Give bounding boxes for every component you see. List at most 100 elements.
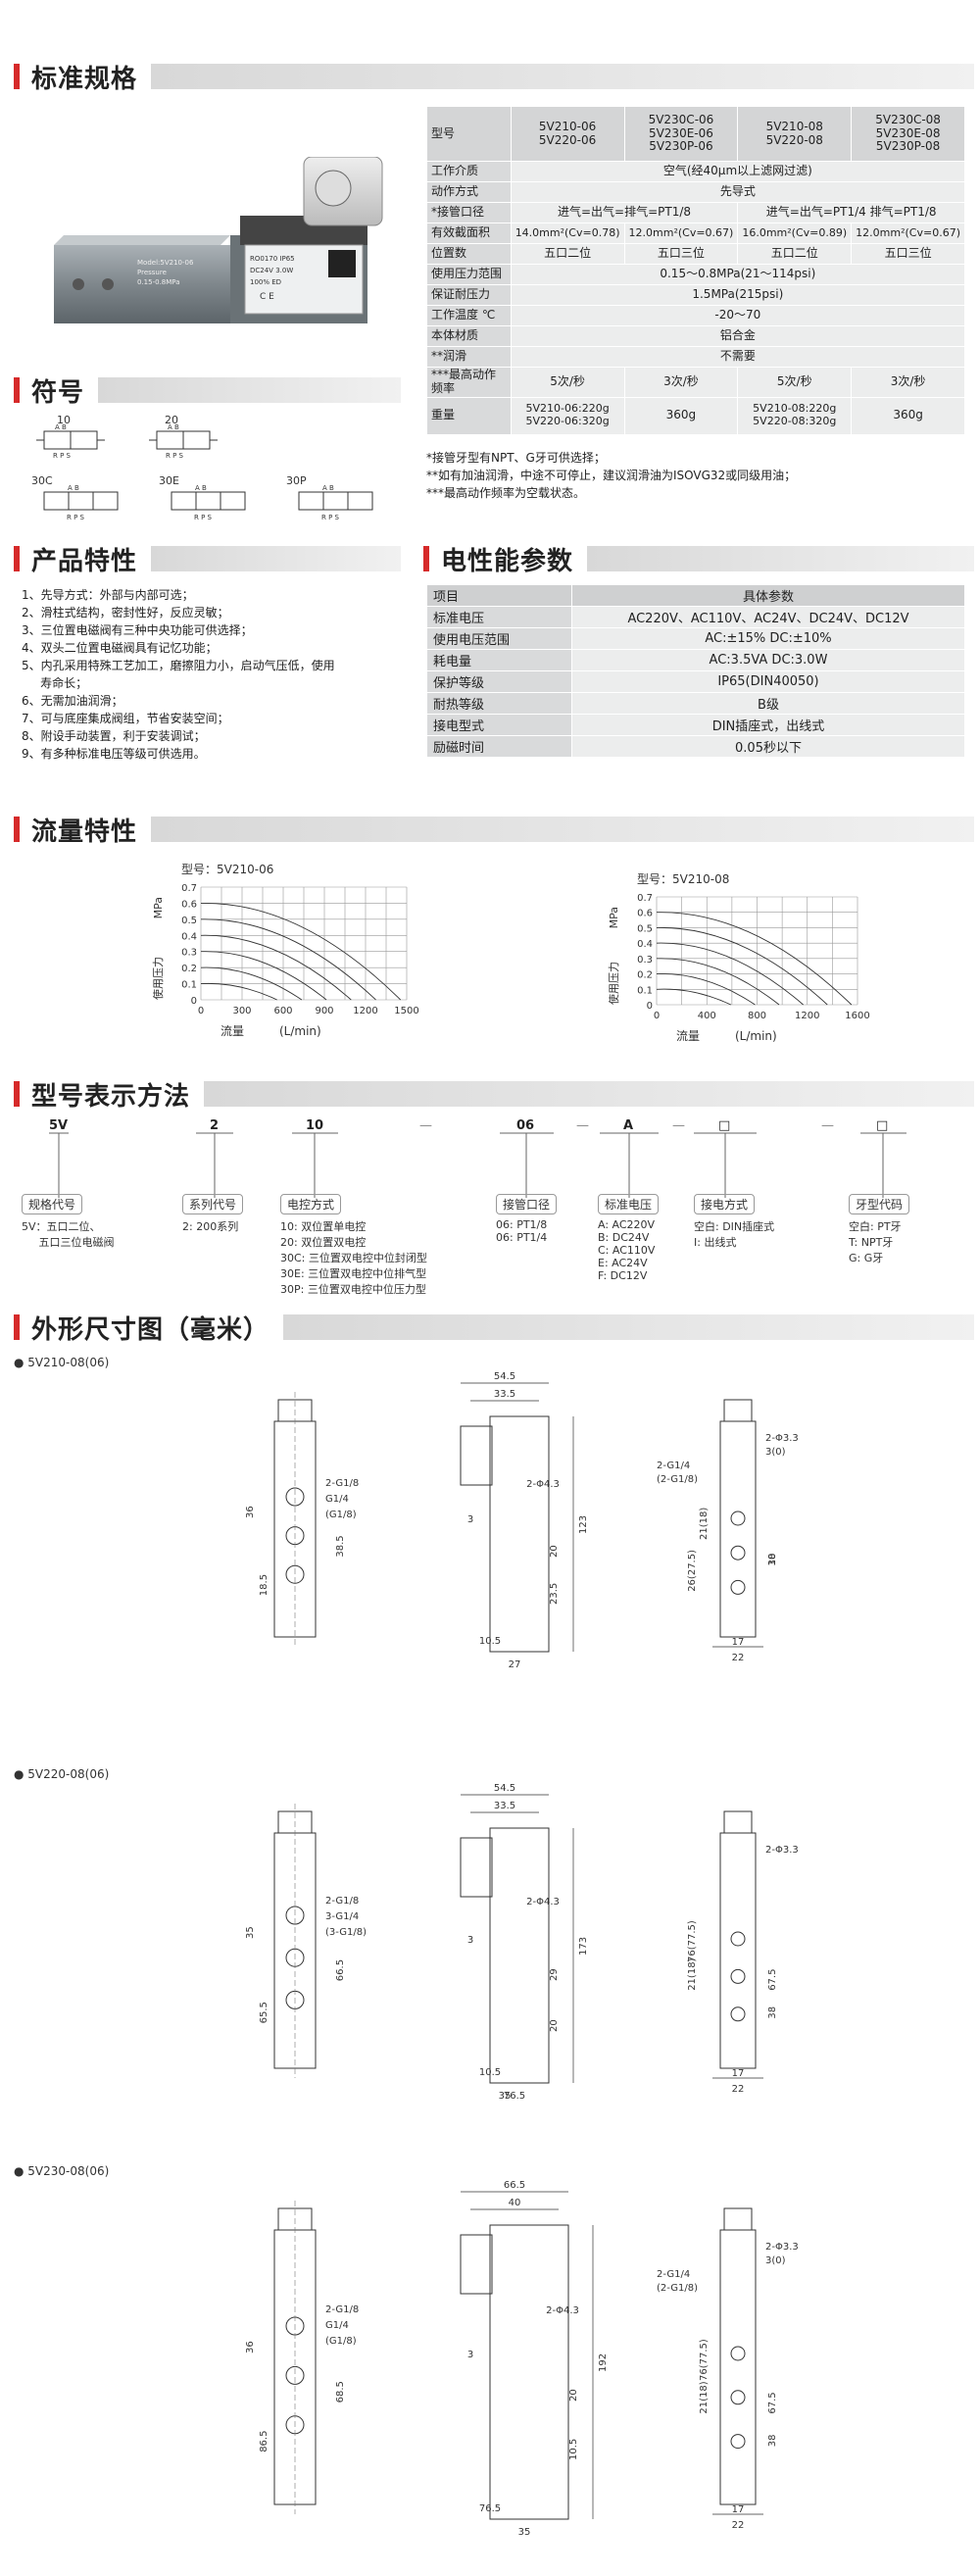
- port-label: R P S: [194, 514, 213, 521]
- dim-label: 2-Φ4.3: [526, 1479, 560, 1490]
- spec-table: 型号 5V210-06 5V220-06 5V230C-06 5V230E-06…: [426, 106, 966, 435]
- section-header-spec: 标准规格: [14, 58, 974, 95]
- y-unit: MPa: [152, 897, 165, 918]
- model-dash: —: [821, 1118, 834, 1133]
- model-block-line: G: G牙: [849, 1252, 884, 1264]
- dim-label: 10.5: [479, 1636, 501, 1647]
- model-block-title: 接管口径: [496, 1194, 558, 1214]
- dim-label: 2-Φ4.3: [526, 1897, 560, 1907]
- dim-label: 3: [467, 1935, 473, 1946]
- dim-label: 18: [767, 1554, 778, 1566]
- dim-label: G1/4: [325, 1494, 349, 1505]
- model-block-title: 接电方式: [694, 1194, 756, 1214]
- y-tick-label: 0.3: [637, 955, 653, 966]
- dim-label: (G1/8): [325, 1510, 357, 1520]
- dim-label: 123: [578, 1515, 589, 1534]
- model-code-diagram: 5V 2 10 — 06 — A — □ — □: [49, 1118, 906, 1198]
- dim-label: 76(77.5): [699, 2339, 710, 2381]
- flow-curve: [656, 926, 828, 1006]
- list-item: 1、先导方式：外部与内部可选；: [22, 588, 194, 602]
- dim-label: 65.5: [259, 2002, 270, 2023]
- dim-label: 2-G1/4: [657, 2269, 690, 2280]
- flow-curve: [200, 918, 376, 1001]
- dim-label: 2-G1/8: [325, 2304, 359, 2315]
- section-header-flow: 流量特性: [14, 811, 974, 848]
- spec-header-cell: 5V210-08 5V220-08: [737, 106, 853, 162]
- model-block-line: 空白: PT牙: [849, 1220, 902, 1233]
- model-block-line: A: AC220V: [598, 1218, 656, 1231]
- y-unit: MPa: [608, 907, 620, 928]
- port-label: A B: [195, 484, 207, 492]
- dimension-drawings: ● 5V210-08(06)2-G1/8G1/4(G1/8)3638.518.5…: [14, 1356, 799, 2538]
- dim-label: 40: [509, 2198, 521, 2208]
- model-code: 5V: [49, 1118, 68, 1133]
- dim-label: 2-Φ4.3: [546, 2305, 579, 2316]
- coil-end-outline: [723, 2207, 753, 2231]
- dim-label: 2-G1/4: [657, 1461, 690, 1471]
- port-circle: [730, 2390, 746, 2405]
- model-code: A: [623, 1118, 633, 1133]
- x-tick-label: 1500: [394, 1006, 418, 1016]
- port-label: A B: [168, 423, 179, 431]
- model-block-line: F: DC12V: [598, 1269, 648, 1282]
- dim-block-title: ● 5V210-08(06): [14, 1356, 109, 1369]
- dim-label: (2-G1/8): [657, 2283, 698, 2294]
- model-block-title: 规格代号: [22, 1194, 83, 1214]
- dim-label: 68.5: [335, 2381, 346, 2403]
- x-tick-label: 0: [198, 1006, 204, 1016]
- model-block-line: 06: PT1/8: [496, 1218, 548, 1231]
- list-item: 5、内孔采用特殊工艺加工，磨擦阻力小，启动气压低，使用: [22, 659, 335, 672]
- model-block: 牙型代码 空白: PT牙 T: NPT牙 G: G牙: [849, 1194, 966, 1265]
- x-unit: (L/min): [279, 1024, 321, 1038]
- dim-label: 2-G1/8: [325, 1896, 359, 1907]
- dim-label: 17: [732, 1637, 745, 1648]
- model-block-line: 30C: 三位置双电控中位封闭型: [280, 1252, 427, 1264]
- port-label: A B: [322, 484, 334, 492]
- model-block: 规格代号 5V：五口二位、 五口三位电磁阀: [22, 1194, 149, 1250]
- dim-label: (2-G1/8): [657, 1474, 698, 1485]
- port-circle: [285, 2365, 305, 2385]
- port-circle: [285, 1564, 305, 1584]
- dim-label: 76.5: [504, 2091, 525, 2102]
- model-code: 2: [210, 1118, 219, 1133]
- dim-label: 20: [549, 2019, 560, 2032]
- side-view-body: [489, 1415, 550, 1653]
- model-block-line: T: NPT牙: [849, 1236, 894, 1249]
- ce-mark: C E: [260, 292, 274, 302]
- dim-label: 67.5: [767, 2392, 778, 2413]
- flow-curve: [200, 902, 402, 1001]
- y-axis-label: 使用压力: [152, 957, 165, 1000]
- symbol-label: 10: [57, 414, 71, 426]
- end-view-body: [719, 2229, 757, 2505]
- dim-label: 22: [732, 2084, 745, 2095]
- model-block: 标准电压 A: AC220V B: DC24V C: AC110V E: AC2…: [598, 1194, 696, 1282]
- section-title: 产品特性: [31, 540, 152, 577]
- dim-label: 33.5: [494, 1801, 515, 1811]
- product-label-line: 100% ED: [250, 278, 281, 286]
- dim-label: 2-G1/8: [325, 1478, 359, 1489]
- dim-label: 35: [499, 2091, 512, 2102]
- dim-label: 3: [467, 1514, 473, 1525]
- flow-chart-title: 型号：5V210-06: [181, 863, 273, 876]
- x-tick-label: 1200: [795, 1011, 819, 1021]
- list-item: 寿命长；: [22, 676, 88, 690]
- model-block-line: E: AC24V: [598, 1257, 648, 1269]
- model-block: 接电方式 空白: DIN插座式 I: 出线式: [694, 1194, 831, 1250]
- model-block-line: 06: PT1/4: [496, 1231, 548, 1244]
- model-block: 电控方式 10: 双位置单电控 20: 双位置双电控 30C: 三位置双电控中位…: [280, 1194, 496, 1297]
- table-row: 工作介质空气(经40μm以上滤网过滤): [426, 161, 966, 182]
- port-circle: [730, 1968, 746, 1984]
- x-unit: (L/min): [735, 1029, 777, 1043]
- y-tick-label: 0.2: [181, 964, 197, 974]
- dim-label: 23.5: [549, 1583, 560, 1605]
- flow-curve: [656, 973, 756, 1006]
- side-view-body: [489, 2224, 569, 2520]
